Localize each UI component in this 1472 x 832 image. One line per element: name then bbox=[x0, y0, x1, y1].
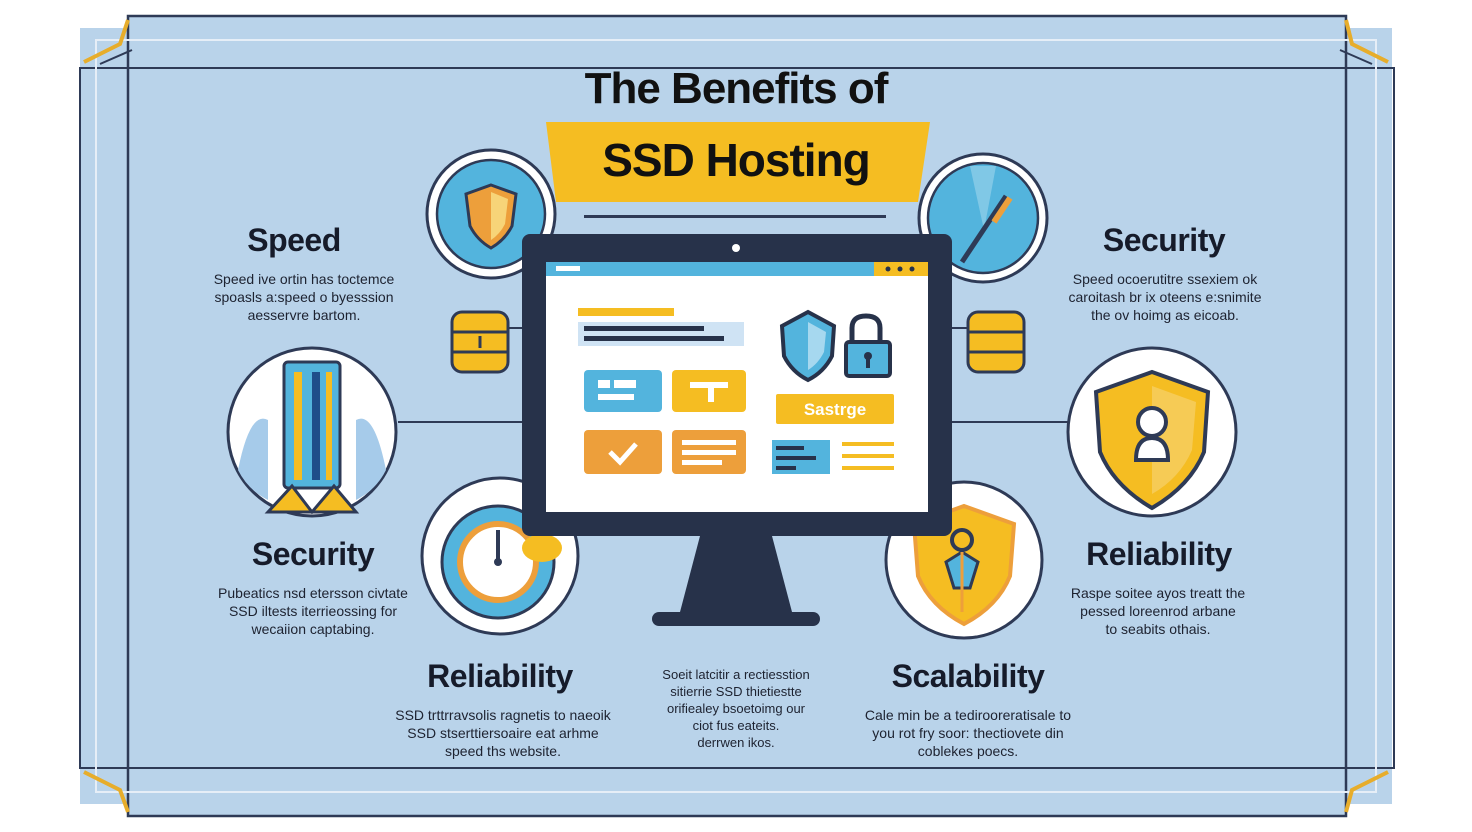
speed-desc: Speed ive ortin has toctemce spoasls a:s… bbox=[213, 271, 395, 323]
database-icon bbox=[450, 310, 1026, 374]
monitor bbox=[522, 234, 952, 626]
title-banner bbox=[546, 122, 930, 218]
title-line-1: The Benefits of bbox=[584, 64, 889, 113]
security-mid-desc: Pubeatics nsd etersson civtate SSD iltes… bbox=[218, 585, 408, 637]
scalability-desc: Cale min be a tedirooreratisale to you r… bbox=[864, 707, 1072, 759]
reliability-mid-desc: Raspe soitee ayos treatt the pessed lore… bbox=[1070, 585, 1246, 637]
reliability-mid-heading: Reliability bbox=[1086, 536, 1232, 572]
scalability-heading: Scalability bbox=[891, 658, 1045, 694]
security-top-heading: Security bbox=[1102, 222, 1226, 258]
screen-badge-label: Sastrge bbox=[803, 400, 867, 419]
reliability-bottom-desc: SSD trttrravsolis ragnetis to naeoik SSD… bbox=[395, 707, 611, 759]
ssd-drive-icon bbox=[226, 346, 398, 518]
speed-heading: Speed bbox=[247, 222, 341, 258]
center-bottom-desc: Soeit latcitir a rectiesstion sitierrie … bbox=[662, 667, 810, 750]
security-shield-icon bbox=[1066, 346, 1238, 518]
padlock-icon bbox=[779, 309, 892, 383]
reliability-bottom-heading: Reliability bbox=[427, 658, 573, 694]
check-icon bbox=[608, 442, 638, 466]
security-top-desc: Speed ocoerutitre ssexiem ok caroitash b… bbox=[1068, 271, 1262, 323]
title-line-2: SSD Hosting bbox=[602, 134, 871, 186]
security-mid-heading: Security bbox=[251, 536, 375, 572]
